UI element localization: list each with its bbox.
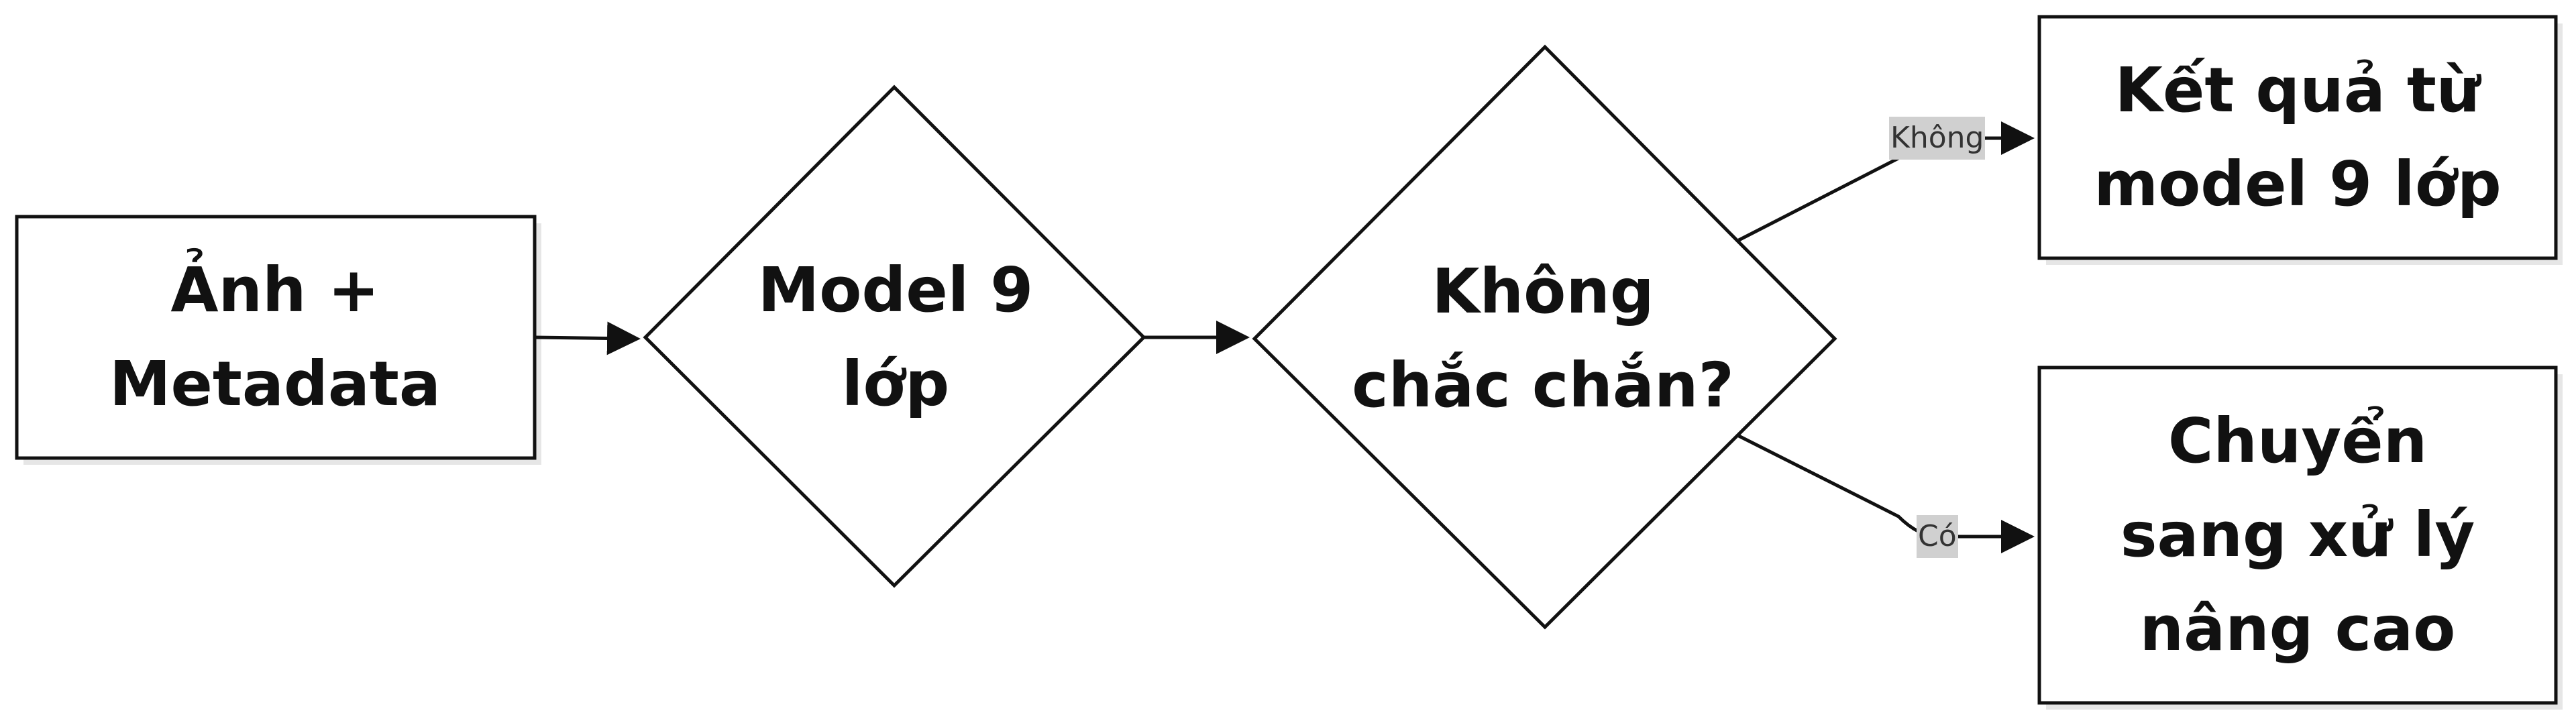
decision-label: Không chắc chắn? — [1352, 256, 1734, 421]
advanced-label: Chuyển sang xử lý nâng cao — [2120, 405, 2475, 665]
edge-label-no: Không — [1889, 117, 1986, 160]
edge-input-to-model — [534, 321, 641, 355]
model-label: Model 9 lớp — [757, 254, 1034, 420]
result-label: Kết quả từ model 9 lớp — [2094, 54, 2502, 220]
edge-decision-to-result — [1737, 121, 2035, 242]
decision-diamond — [1252, 44, 1837, 630]
model-diamond — [643, 85, 1146, 588]
edge-label-yes: Có — [1917, 515, 1958, 558]
input-label: Ảnh + Metadata — [109, 254, 441, 420]
edge-decision-to-advanced — [1737, 434, 2035, 553]
advanced-box — [2037, 366, 2558, 705]
result-box — [2037, 15, 2558, 260]
